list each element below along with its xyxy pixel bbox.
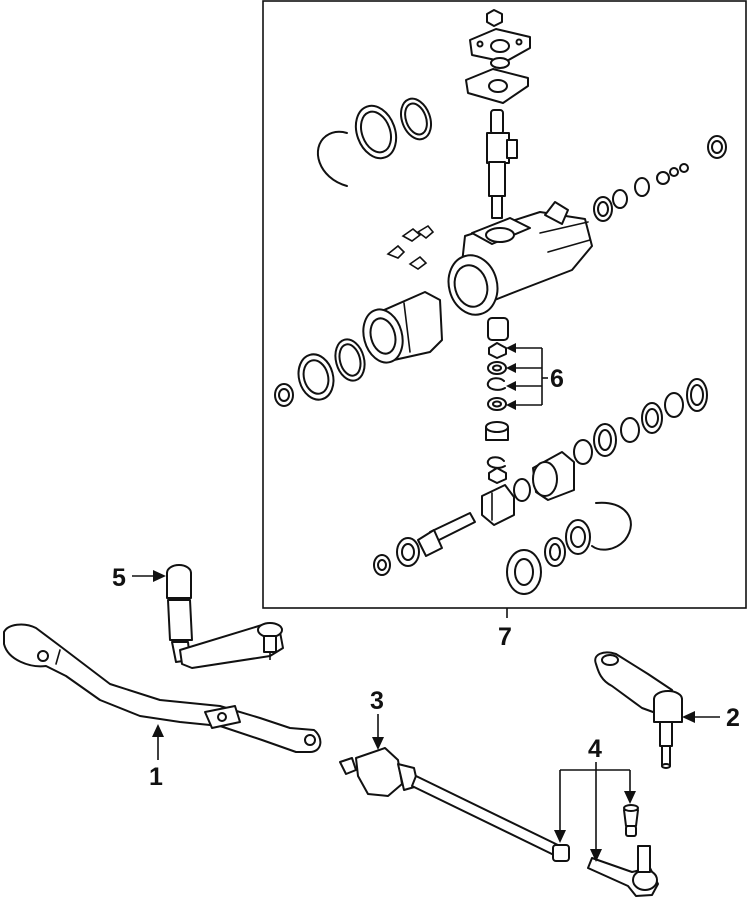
idler-arm (166, 564, 284, 669)
callout-3: 3 (370, 687, 384, 715)
valve-stack (485, 317, 509, 484)
outer-tie-rod-end (552, 804, 659, 897)
bearing-set (481, 378, 708, 526)
adjuster-rings (593, 135, 727, 222)
top-cover-group (465, 9, 531, 104)
center-link (3, 623, 322, 753)
callout-6: 6 (550, 365, 564, 393)
pitman-arm (594, 651, 683, 769)
callout-7: 7 (498, 623, 512, 651)
clips (386, 224, 435, 270)
callout-1: 1 (149, 763, 163, 791)
rack-piston (274, 291, 443, 407)
gear-housing (447, 201, 593, 316)
callout-2: 2 (726, 704, 740, 732)
gear-assembly-box (262, 0, 747, 609)
callout-5: 5 (112, 564, 126, 592)
callout-4: 4 (588, 735, 602, 763)
callout-6-leaders (506, 343, 548, 410)
seal-rings-top (316, 97, 432, 187)
inner-tie-rod (339, 747, 561, 857)
callout-leaders (132, 570, 720, 862)
worm-shaft (373, 501, 632, 595)
sector-shaft (486, 109, 518, 219)
